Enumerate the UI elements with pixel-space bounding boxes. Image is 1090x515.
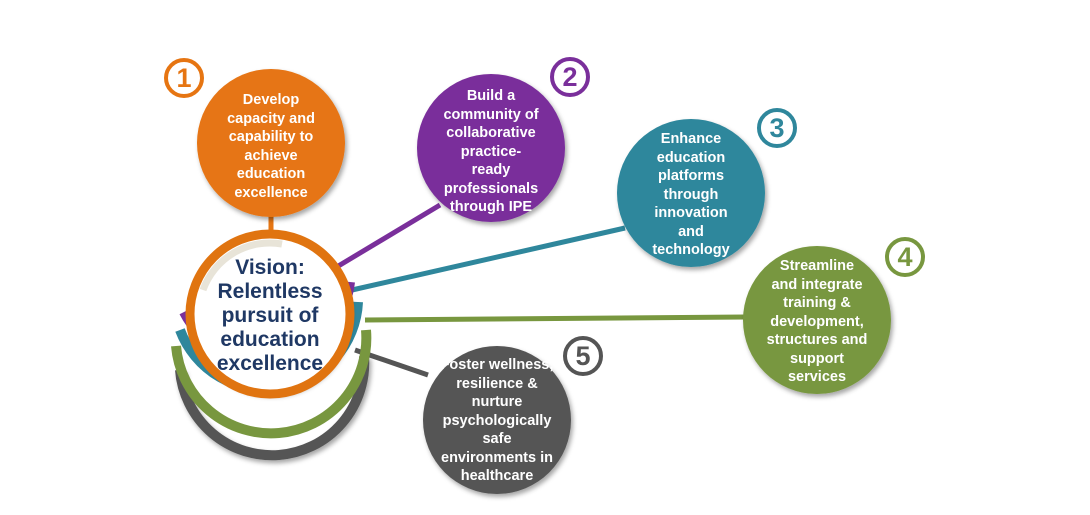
badge-3-number: 3 [769,113,785,143]
vision-label: Vision: Relentless pursuit of education … [216,256,324,375]
badge-3-ring [757,108,797,148]
badge-4-ring [885,237,925,277]
badge-5-ring [563,336,603,376]
arc-green [171,329,372,439]
goal-3-label: Enhance education platforms through inno… [652,131,730,258]
vision-inner-ring [199,239,283,292]
goal-4-circle [743,246,891,394]
goal-4-connector [364,314,746,323]
badge-1-number: 1 [176,63,192,93]
goal-1-label: Develop capacity and capability to achie… [227,92,315,201]
goal-3-circle [617,119,765,267]
badge-2-ring [550,57,590,97]
goal-2-circle [417,74,565,222]
goal-2-label: Build a community of collaborative pract… [443,88,539,215]
vision-circle [190,234,350,394]
goal-4-label: Streamline and integrate training & deve… [766,258,868,385]
goal-5-circle [423,346,571,494]
arc-gray [175,355,370,461]
vision-ring [185,229,355,399]
goal-5-label: Foster wellness, resilience & nurture ps… [440,357,554,484]
badge-4-number: 4 [897,242,913,272]
goal-1-circle [197,69,345,217]
badge-1-ring [164,58,204,98]
goal-2-connector [333,202,442,271]
badge-5-number: 5 [575,341,591,371]
badge-2-number: 2 [562,62,578,92]
goal-3-connector [351,225,626,293]
